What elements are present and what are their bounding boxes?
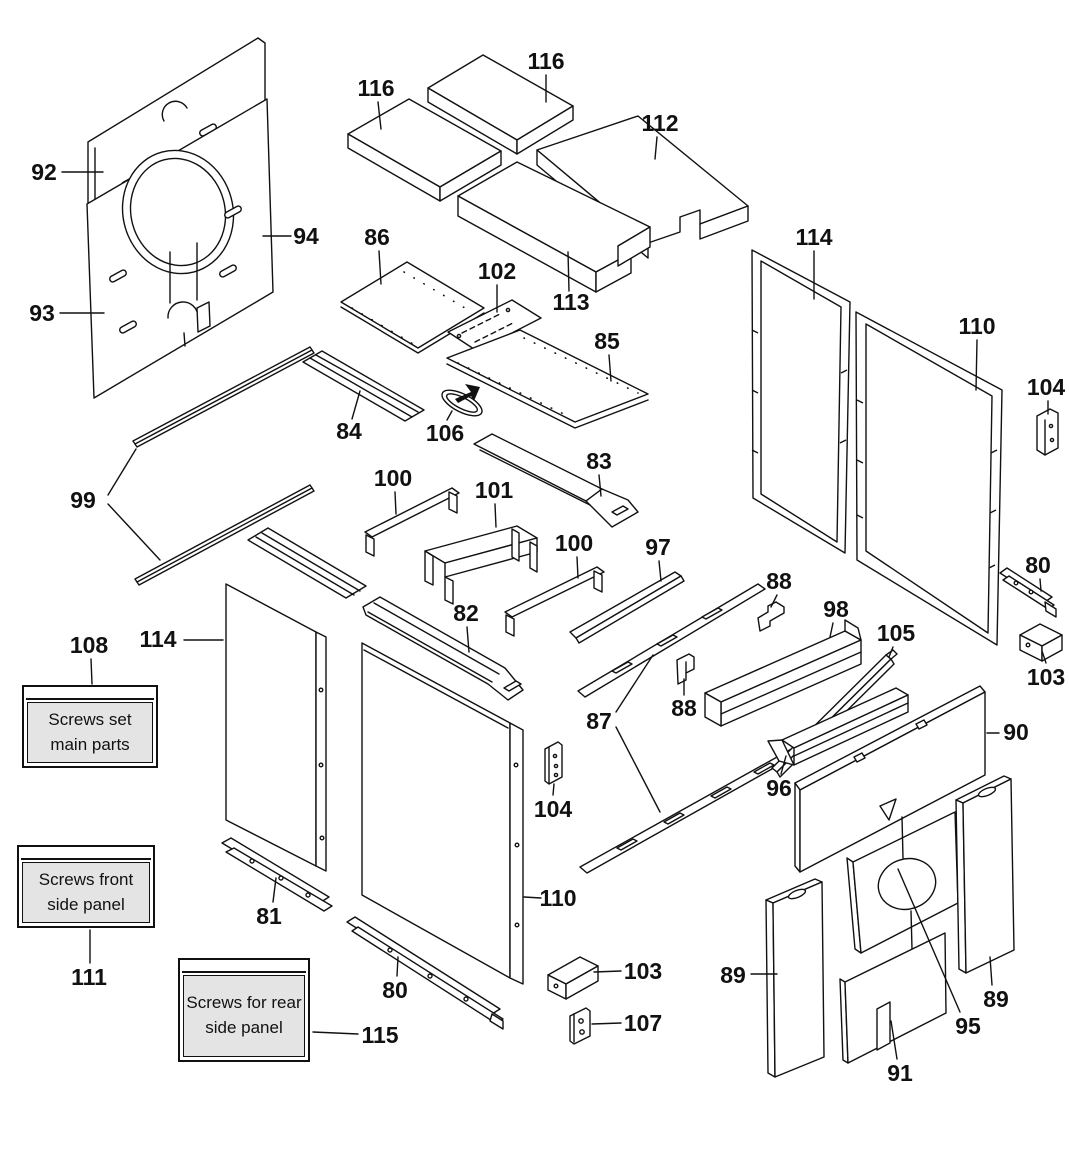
part-label-95: 95: [955, 1013, 981, 1039]
screws-box-tab: [182, 962, 306, 973]
screws-box-front-side-panel: Screws front side panel: [17, 845, 155, 928]
part-110mid-side-panel: [361, 642, 524, 985]
part-label-102: 102: [478, 258, 516, 284]
part-90-insulation-panel: [794, 685, 986, 873]
part-label-88a: 88: [766, 568, 792, 594]
part-87-slotted-rails: [577, 583, 803, 874]
part-label-81: 81: [256, 903, 282, 929]
part-label-113: 113: [552, 289, 589, 315]
part-88b-clip: [676, 653, 695, 685]
screws-box-tab: [26, 689, 154, 700]
part-80b-rail: [346, 916, 504, 1030]
part-label-112: 112: [641, 110, 678, 136]
part-label-93: 93: [29, 300, 55, 326]
part-84a-channel-rail: [302, 350, 425, 422]
part-95-holed-panel: [846, 811, 959, 954]
part-102-plate: [447, 299, 542, 352]
part-label-85: 85: [594, 328, 620, 354]
part-label-88b: 88: [671, 695, 697, 721]
part-label-90: 90: [1003, 719, 1029, 745]
part-103a-block: [1019, 623, 1063, 662]
screws-box-rear-label: Screws for rear side panel: [183, 975, 305, 1057]
part-98-box-channel: [704, 619, 862, 727]
part-label-94: 94: [293, 223, 319, 249]
part-label-103a: 103: [1027, 664, 1065, 690]
part-89a-side-slab: [765, 878, 825, 1078]
part-label-98: 98: [823, 596, 849, 622]
part-label-100a: 100: [374, 465, 412, 491]
part-label-99: 99: [70, 487, 96, 513]
part-label-114a: 114: [139, 626, 176, 652]
part-110a-frame-panel: [855, 311, 1003, 646]
part-label-110b: 110: [539, 885, 576, 911]
screws-box-main-label: Screws set main parts: [27, 702, 153, 763]
part-label-110a: 110: [958, 313, 995, 339]
part-82-channel-rail: [362, 596, 524, 701]
part-label-87: 87: [586, 708, 612, 734]
part-99-flat-strips: [132, 346, 315, 586]
part-label-108: 108: [70, 632, 109, 658]
screws-box-front-label: Screws front side panel: [22, 862, 150, 923]
part-113-top-panel: [457, 161, 651, 293]
part-100b-bracket: [504, 566, 605, 637]
part-label-116b: 116: [527, 48, 564, 74]
part-label-103b: 103: [624, 958, 662, 984]
part-label-115: 115: [361, 1022, 398, 1048]
part-104b-bracket: [544, 741, 563, 785]
part-label-104a: 104: [1027, 374, 1066, 400]
part-114b-frame-panel: [751, 249, 851, 554]
part-label-101: 101: [475, 477, 514, 503]
part-label-91: 91: [887, 1060, 913, 1086]
part-label-83: 83: [586, 448, 612, 474]
leader-lines: [59, 74, 1049, 1060]
part-80a-rail: [999, 567, 1057, 618]
part-label-80b: 80: [382, 977, 408, 1003]
part-label-84a: 84: [336, 418, 362, 444]
screws-box-main-parts: Screws set main parts: [22, 685, 158, 768]
part-81-rail: [221, 837, 333, 912]
part-label-89b: 89: [983, 986, 1009, 1012]
part-116b-top-panel: [427, 54, 574, 155]
part-label-96: 96: [766, 775, 792, 801]
part-93-94-rear-panel-halves: [86, 98, 274, 399]
part-label-107: 107: [624, 1010, 662, 1036]
part-label-104b: 104: [534, 796, 573, 822]
part-label-86: 86: [364, 224, 390, 250]
part-89b-side-slab: [955, 775, 1015, 974]
part-label-114b: 114: [795, 224, 832, 250]
part-label-106: 106: [426, 420, 464, 446]
part-104a-bracket: [1036, 408, 1059, 456]
part-114a-side-panel: [225, 583, 327, 872]
part-103b-block: [547, 956, 599, 1000]
part-101-bridge-bracket: [424, 525, 538, 605]
part-116a-top-panel: [347, 98, 502, 202]
part-label-111: 111: [71, 964, 107, 990]
screws-box-tab: [21, 849, 151, 860]
part-label-105: 105: [877, 620, 916, 646]
part-label-82: 82: [453, 600, 479, 626]
part-83-channel-rail: [473, 433, 639, 528]
part-107-bracket: [569, 1007, 591, 1045]
part-label-80a: 80: [1025, 552, 1051, 578]
pointer-arrow-icon: [455, 384, 480, 403]
part-number-labels: 92 93 94 116 116 112 113 86 102 85 84 10…: [29, 48, 1065, 1086]
part-label-97: 97: [645, 534, 671, 560]
part-96-channel: [767, 687, 909, 766]
part-97-angle-rail: [569, 571, 685, 644]
part-label-92: 92: [31, 159, 57, 185]
part-label-116a: 116: [357, 75, 394, 101]
part-85-perforated-panel: [446, 329, 649, 429]
part-label-100b: 100: [555, 530, 593, 556]
part-88a-clip: [757, 601, 785, 632]
part-95-marker-triangle: [879, 798, 897, 821]
screws-box-rear-side-panel: Screws for rear side panel: [178, 958, 310, 1062]
part-84b-channel-rail: [247, 527, 367, 599]
part-100a-bracket: [364, 487, 460, 557]
part-label-89a: 89: [720, 962, 746, 988]
part-106-oval-grommet: [441, 384, 483, 417]
part-91-slotted-panel: [839, 932, 947, 1064]
